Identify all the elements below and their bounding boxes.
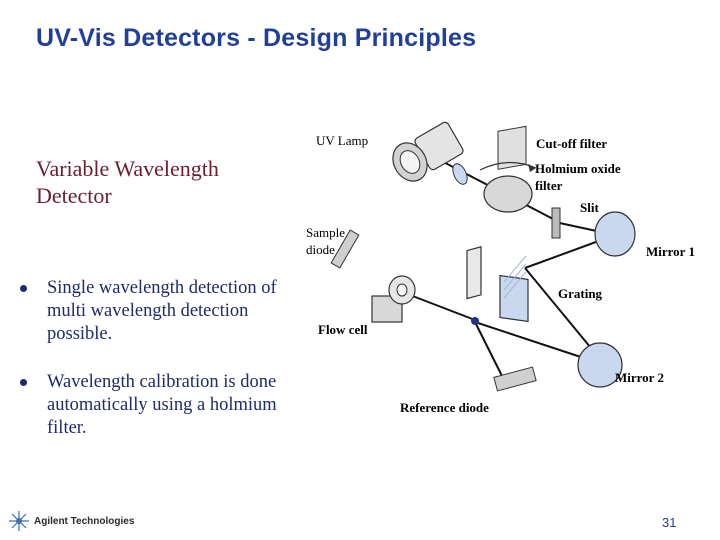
subtitle-line: Detector (36, 183, 112, 208)
holmium-filter-wheel (479, 125, 537, 213)
label-mirror-1: Mirror 1 (646, 244, 695, 259)
label-holmium-oxide: Holmium oxide (535, 161, 621, 176)
bullet-line: automatically using a holmium (47, 395, 277, 415)
agilent-logo: Agilent Technologies (8, 510, 134, 532)
bullet-item: Single wavelength detection of multi wav… (20, 277, 310, 346)
logo-text: Agilent Technologies (34, 515, 135, 527)
agilent-spark-icon (9, 511, 29, 531)
cutoff-filter (452, 163, 468, 185)
bullet-line: Wavelength calibration is done (47, 372, 277, 392)
subtitle-line: Variable Wavelength (36, 156, 219, 181)
bullet-line: multi wavelength detection (47, 301, 249, 321)
bullet-item: Wavelength calibration is done automatic… (20, 371, 310, 440)
bullet-line: possible. (47, 324, 113, 344)
label-slit: Slit (580, 200, 599, 215)
beam-splitter-dot (471, 317, 479, 325)
sample-diode (330, 229, 360, 269)
bullet-list: Single wavelength detection of multi wav… (20, 277, 310, 465)
label-diode: diode (306, 242, 335, 257)
grating (499, 255, 529, 323)
slide-title: UV-Vis Detectors - Design Principles (36, 24, 477, 52)
label-holmium-filter: filter (535, 178, 563, 193)
reference-diode (493, 366, 537, 392)
beam-splitter (466, 246, 482, 300)
label-uv-lamp: UV Lamp (316, 133, 368, 148)
bullet-line: Single wavelength detection of (47, 278, 277, 298)
label-cutoff-filter: Cut-off filter (536, 136, 607, 151)
label-flow-cell: Flow cell (318, 322, 368, 337)
beam-to-reference-diode (474, 321, 506, 383)
slide-subtitle: Variable Wavelength Detector (36, 155, 296, 209)
mirror-2 (577, 342, 623, 388)
optical-path-diagram: UV Lamp Cut-off filter Holmium oxide fil… (306, 121, 695, 415)
label-mirror-2: Mirror 2 (615, 370, 664, 385)
uv-lamp (392, 121, 464, 182)
bullet-dot-icon (20, 379, 27, 386)
mirror-1 (594, 211, 636, 257)
label-reference-diode: Reference diode (400, 400, 489, 415)
flow-cell (371, 275, 416, 323)
page-number: 31 (662, 515, 677, 530)
label-sample: Sample (306, 225, 345, 240)
bullet-line: filter. (47, 418, 87, 438)
beam-to-flow-cell (409, 294, 476, 321)
label-grating: Grating (558, 286, 603, 301)
slit (551, 207, 561, 239)
bullet-dot-icon (20, 285, 27, 292)
